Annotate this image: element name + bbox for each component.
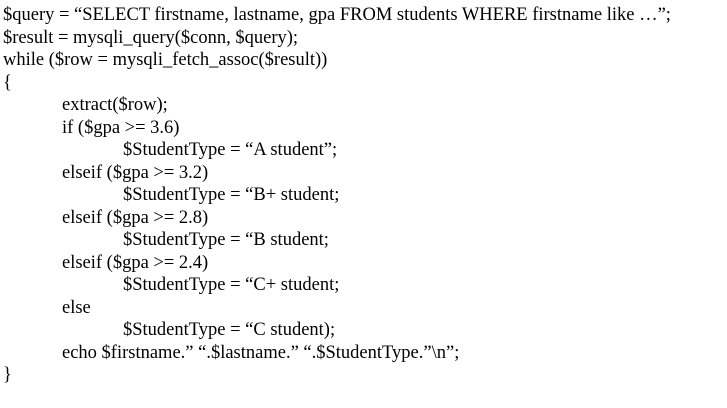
code-line-elseif-32: elseif ($gpa >= 3.2)	[62, 162, 209, 183]
code-line-open-brace: {	[3, 72, 12, 93]
code-line-echo: echo $firstname.” “.$lastname.” “.$Stude…	[62, 342, 460, 363]
code-line-assign-b: $StudentType = “B student;	[123, 230, 329, 250]
code-line-assign-c: $StudentType = “C student);	[123, 320, 336, 340]
code-line-while: while ($row = mysqli_fetch_assoc($result…	[3, 50, 328, 70]
code-line-result: $result = mysqli_query($conn, $query);	[3, 27, 299, 48]
code-line-if-36: if ($gpa >= 3.6)	[62, 117, 180, 138]
code-line-else: else	[62, 297, 91, 318]
code-line-elseif-24: elseif ($gpa >= 2.4)	[62, 252, 209, 273]
php-code-block: $query = “SELECT firstname, lastname, gp…	[3, 4, 723, 387]
code-line-extract: extract($row);	[62, 95, 168, 115]
code-line-assign-a: $StudentType = “A student”;	[123, 140, 338, 160]
code-line-assign-cplus: $StudentType = “C+ student;	[123, 275, 340, 295]
code-line-query: $query = “SELECT firstname, lastname, gp…	[3, 5, 671, 25]
code-line-assign-bplus: $StudentType = “B+ student;	[123, 185, 340, 205]
code-line-close-brace: }	[3, 365, 12, 385]
code-line-elseif-28: elseif ($gpa >= 2.8)	[62, 207, 209, 228]
